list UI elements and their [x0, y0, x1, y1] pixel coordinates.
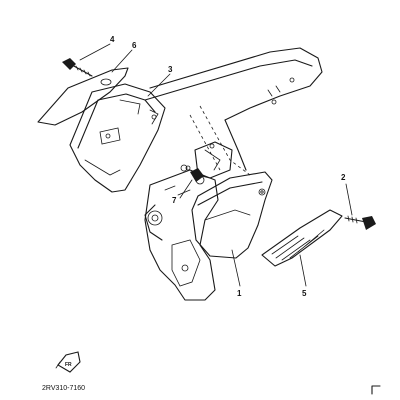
screw-2 [344, 215, 376, 230]
part-code: 2RV310-7160 [42, 385, 85, 392]
callout-1: 1 [237, 289, 242, 298]
front-direction-icon: FR [55, 351, 81, 373]
screw-4 [62, 58, 93, 77]
callout-7: 7 [172, 196, 177, 205]
emblem-plate-5 [261, 209, 343, 267]
callout-5: 5 [302, 289, 307, 298]
corner-mark [371, 385, 381, 395]
frame-structure [144, 47, 323, 301]
left-side-cover [69, 83, 166, 193]
callout-4: 4 [110, 35, 115, 44]
grommet-7 [190, 168, 204, 182]
callouts: 4 6 3 2 7 1 5 [110, 35, 346, 298]
cover-emblem-panel [37, 67, 129, 126]
callout-6: 6 [132, 41, 137, 50]
right-side-cover [191, 171, 273, 259]
fr-label: FR [65, 362, 72, 368]
leader-lines [79, 43, 353, 287]
callout-2: 2 [341, 173, 346, 182]
callout-3: 3 [168, 65, 173, 74]
